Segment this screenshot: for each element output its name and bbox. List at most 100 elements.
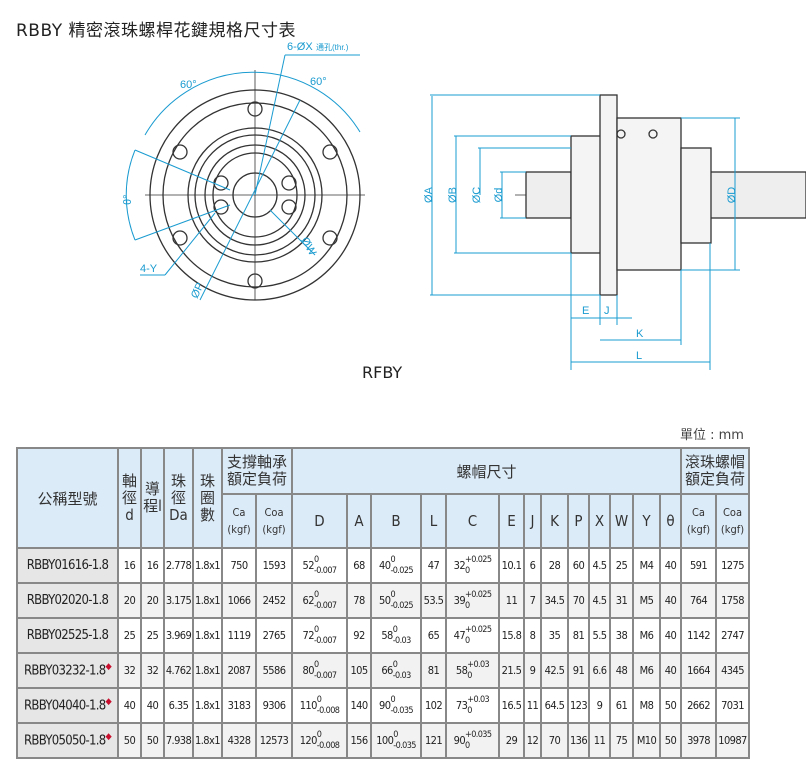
cell-ca: 750	[221, 547, 257, 584]
label-dia-d: ØD	[726, 187, 738, 204]
tolerance-upper: 0	[316, 729, 322, 740]
header-theta: θ	[659, 493, 682, 549]
header-A: A	[346, 493, 372, 549]
header-model: 公稱型號	[16, 447, 119, 549]
tolerance-upper: 0	[313, 624, 319, 635]
side-view-dimensions	[430, 94, 740, 370]
label-e: E	[582, 305, 589, 317]
side-view	[515, 94, 806, 296]
cell-l: 65	[420, 617, 447, 654]
model-label: RFBY	[362, 363, 402, 382]
tolerance-lower: -0.007	[313, 565, 337, 576]
cell-a: 156	[346, 722, 372, 759]
cell-ca2: 1142	[680, 617, 717, 654]
cell-d: 20	[117, 582, 142, 619]
unit-label: 單位 : mm	[680, 428, 744, 443]
cell-base: 58	[455, 663, 468, 677]
cell-j: 6	[523, 547, 542, 584]
cell-base: 32	[453, 558, 466, 572]
marker-dot-icon: ◆	[105, 732, 112, 743]
header-B: B	[370, 493, 422, 549]
cell-ca: 4328	[221, 722, 257, 759]
tolerance-upper: +0.03	[467, 694, 490, 705]
header-C: C	[445, 493, 500, 549]
tolerance-lower: -0.03	[392, 670, 412, 681]
cell-theta: 50	[659, 722, 682, 759]
cell-theta: 40	[659, 617, 682, 654]
tolerance-lower: -0.035	[390, 705, 413, 716]
header-coa: Coa (kgf)	[255, 493, 293, 549]
tolerance-upper: 0	[316, 694, 322, 705]
cell-k: 34.5	[540, 582, 569, 619]
cell-base: 47	[453, 628, 466, 642]
cell-coa: 2765	[255, 617, 293, 654]
model-name: RBBY02020-1.8	[26, 593, 109, 608]
model-name: RBBY05050-1.8	[23, 733, 106, 749]
tolerance: 0-0.008	[317, 695, 340, 717]
header-L: L	[420, 493, 447, 549]
cell-da: 6.35	[163, 687, 194, 724]
cell-a: 68	[346, 547, 372, 584]
label-angle-1: 60°	[180, 79, 197, 91]
cell-y: M5	[632, 582, 661, 619]
tolerance: 0-0.007	[314, 555, 337, 577]
cell-ca2: 2662	[680, 687, 717, 724]
tolerance-lower: -0.025	[390, 600, 413, 611]
header-X: X	[588, 493, 611, 549]
cell-p: 81	[567, 617, 590, 654]
cell-x: 5.5	[588, 617, 611, 654]
cell-l: 32	[140, 652, 165, 689]
tolerance-upper: +0.025	[465, 589, 492, 600]
cell-ca: 2087	[221, 652, 257, 689]
cell-x: 9	[588, 687, 611, 724]
cell-base: 120	[299, 733, 318, 747]
cell-coa: 12573	[255, 722, 293, 759]
cell-ca: 3183	[221, 687, 257, 724]
label-dia-w: ØW	[298, 235, 318, 258]
front-view	[145, 70, 365, 301]
model-cell: RBBY02020-1.8	[16, 582, 119, 619]
cell-coa2: 4345	[715, 652, 750, 689]
label-holes: 6-ØX	[287, 41, 313, 53]
cell-base: 90	[453, 733, 466, 747]
cell-k: 64.5	[540, 687, 569, 724]
tolerance-upper: 0	[390, 554, 395, 565]
cell-ca: 1066	[221, 582, 257, 619]
tolerance: 0-0.008	[317, 730, 340, 752]
tolerance-lower: -0.007	[313, 670, 337, 681]
tolerance: 0-0.025	[390, 590, 413, 612]
tolerance-upper: 0	[392, 659, 398, 670]
cell-turns: 1.8x1	[192, 582, 223, 619]
cell-l: 40	[140, 687, 165, 724]
cell-k: 70	[540, 722, 569, 759]
cell-d: 16	[117, 547, 142, 584]
cell-theta: 50	[659, 687, 682, 724]
model-name: RBBY04040-1.8	[23, 698, 106, 714]
tolerance-lower: 0	[467, 670, 472, 681]
cell-turns: 1.8x1	[192, 722, 223, 759]
cell-theta: 40	[659, 547, 682, 584]
tolerance: 0-0.035	[390, 695, 413, 717]
tolerance-lower: -0.008	[316, 740, 340, 751]
cell-p: 123	[567, 687, 590, 724]
label-angle-2: 60°	[310, 76, 327, 88]
cell-l: 50	[140, 722, 165, 759]
cell-a: 78	[346, 582, 372, 619]
cell-da: 7.938	[163, 722, 194, 759]
tolerance-lower: -0.008	[316, 705, 340, 716]
label-holes-thr: 通孔(thr.)	[316, 42, 349, 52]
cell-turns: 1.8x1	[192, 687, 223, 724]
